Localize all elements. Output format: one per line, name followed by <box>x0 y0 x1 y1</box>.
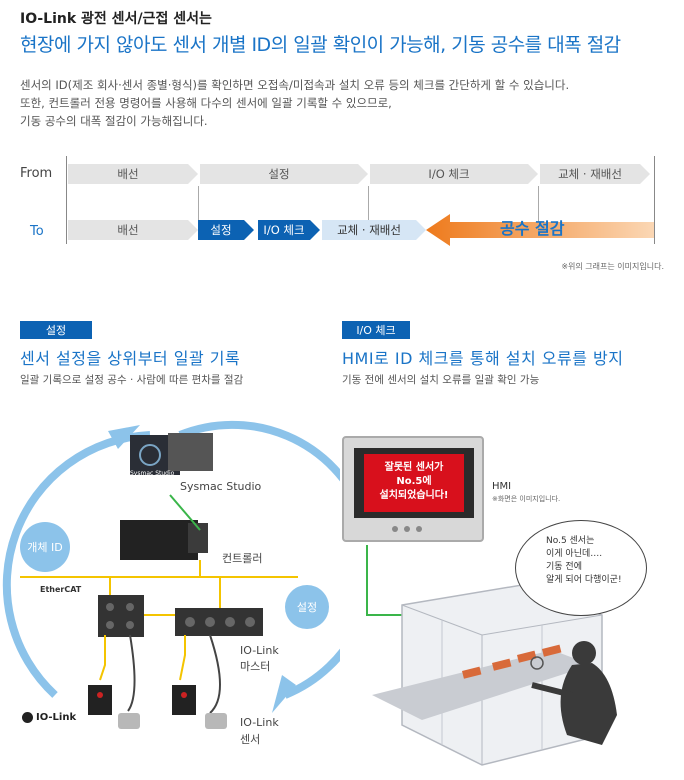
to-label: To <box>30 224 44 239</box>
description-line-3: 기동 공수의 대폭 절감이 가능해집니다. <box>20 114 208 128</box>
software-screen-caption: Sysmac Studio <box>130 470 175 477</box>
sysmac-studio-label: Sysmac Studio <box>180 480 262 493</box>
system-diagram <box>2 420 340 729</box>
bubble-line-3: 기동 전에 <box>546 562 582 572</box>
timeline-note: ※위의 그래프는 이미지입니다. <box>561 262 664 271</box>
iolink-master-label-2: 마스터 <box>240 660 271 673</box>
hmi-button[interactable] <box>416 526 422 532</box>
machine-illustration <box>366 545 617 766</box>
iolink-sensor-label-1: IO-Link <box>240 716 279 729</box>
iolink-master-label-1: IO-Link <box>240 644 279 657</box>
timeline: From To 배선 설정 I/O 체크 교체 · 재배선 배선 설정 I/O … <box>0 150 684 260</box>
hmi-alert-line-2: No.5에 <box>396 476 432 487</box>
iolink-sensor-label-2: 센서 <box>240 733 261 746</box>
right-section-desc: 기동 전에 센서의 설치 오류를 일괄 확인 가능 <box>342 374 540 386</box>
bubble-line-1: No.5 센서는 <box>546 536 595 546</box>
setting-bubble-label: 설정 <box>296 601 318 614</box>
to-step-setting: 설정 <box>198 220 244 240</box>
hmi-label: HMI <box>492 481 512 492</box>
setting-bubble: 설정 <box>285 585 329 629</box>
right-section-title: HMI로 ID 체크를 통해 설치 오류를 방지 <box>342 349 624 368</box>
from-step-setting: 설정 <box>200 164 358 184</box>
description-line-1: 센서의 ID(제조 회사·센서 종별·형식)를 확인하면 오접속/미접속과 설치… <box>20 78 570 92</box>
to-step-io-check: I/O 체크 <box>258 220 310 240</box>
description-line-2: 또한, 컨트롤러 전용 명령어를 사용해 다수의 센서에 일괄 기록할 수 있으… <box>20 96 392 110</box>
hmi-note: ※화면은 이미지입니다. <box>492 495 561 503</box>
iolink-logo-text: IO-Link <box>36 712 77 723</box>
to-step-replace: 교체 · 재배선 <box>322 220 416 240</box>
hmi-screen: 잘못된 센서가 No.5에 설치되었습니다! <box>354 448 474 518</box>
left-section-title: 센서 설정을 상위부터 일괄 기록 <box>20 349 241 368</box>
hmi-button[interactable] <box>392 526 398 532</box>
headline: IO-Link 광전 센서/근접 센서는 <box>20 11 212 27</box>
iolink-logo-icon <box>22 712 33 723</box>
hmi-buttons <box>392 526 422 532</box>
hmi-alert-line-1: 잘못된 센서가 <box>384 462 444 473</box>
left-section-desc: 일괄 기록으로 설정 공수 · 사람에 따른 편차를 절감 <box>20 374 244 386</box>
from-step-wiring: 배선 <box>68 164 188 184</box>
from-step-io-check: I/O 체크 <box>370 164 528 184</box>
subheadline: 현장에 가지 않아도 센서 개별 ID의 일괄 확인이 가능해, 기동 공수를 … <box>20 34 621 56</box>
cost-saving-label: 공수 절감 <box>500 219 565 238</box>
individual-id-label: 개체 ID <box>27 541 63 554</box>
hmi-alert-line-3: 설치되었습니다! <box>379 490 449 501</box>
io-check-tag: I/O 체크 <box>342 321 410 339</box>
hmi-panel: 잘못된 센서가 No.5에 설치되었습니다! <box>342 436 484 542</box>
worker-speech-bubble: No.5 센서는 이게 아닌데…. 기동 전에 알게 되어 다행이군! <box>515 520 647 616</box>
description: 센서의 ID(제조 회사·센서 종별·형식)를 확인하면 오접속/미접속과 설치… <box>20 76 569 130</box>
from-step-replace: 교체 · 재배선 <box>540 164 640 184</box>
setting-tag: 설정 <box>20 321 92 339</box>
to-step-wiring: 배선 <box>68 220 188 240</box>
hmi-button[interactable] <box>404 526 410 532</box>
hmi-alert: 잘못된 센서가 No.5에 설치되었습니다! <box>364 454 464 512</box>
from-label: From <box>20 166 53 181</box>
iolink-logo: IO-Link <box>22 712 76 723</box>
individual-id-bubble: 개체 ID <box>20 522 70 572</box>
bubble-line-2: 이게 아닌데…. <box>546 549 603 559</box>
ethercat-logo: EtherCAT <box>40 585 82 594</box>
bubble-line-4: 알게 되어 다행이군! <box>546 575 622 585</box>
controller-label: 컨트롤러 <box>222 552 263 565</box>
cost-saving-arrow <box>426 214 654 246</box>
